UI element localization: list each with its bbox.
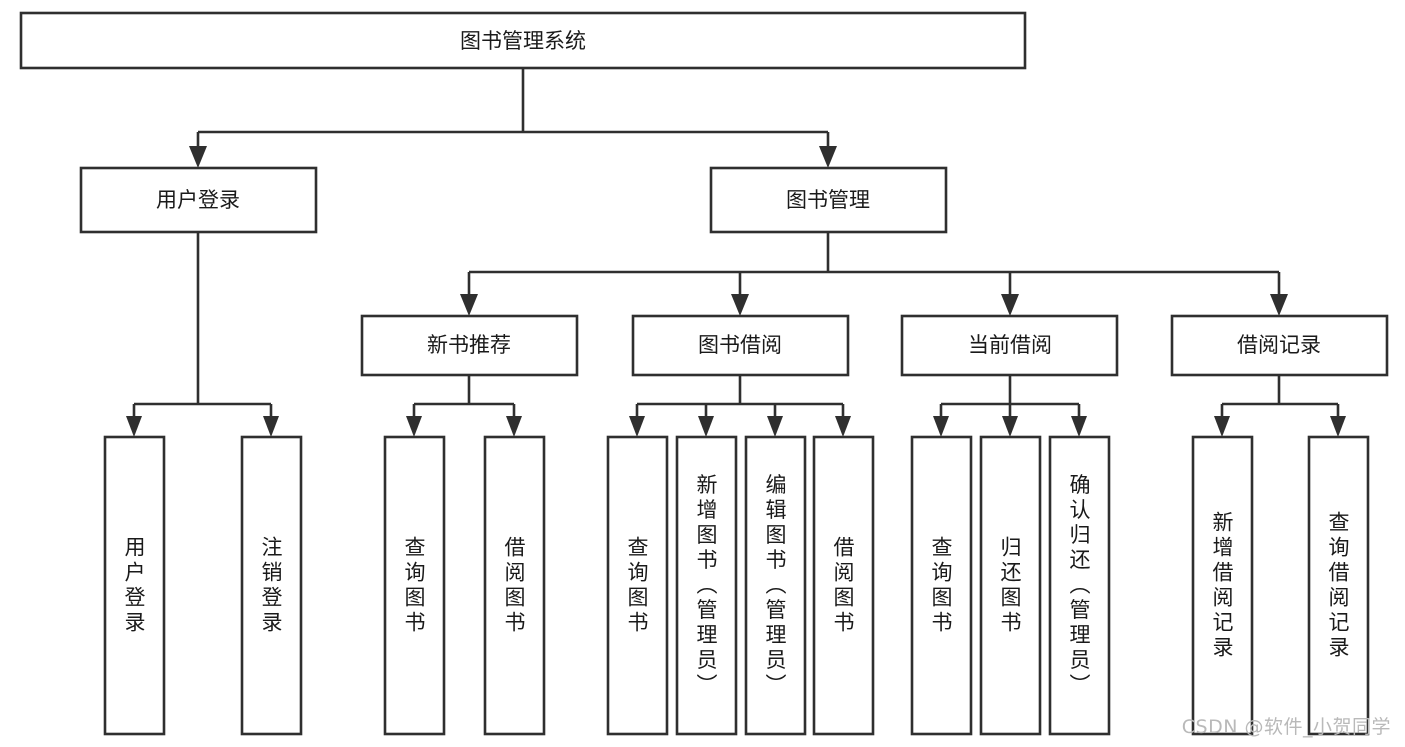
node-label-new-book-recommend: 新书推荐 xyxy=(427,333,511,357)
node-box-book-management xyxy=(709,166,948,234)
node-current-borrow[interactable]: 当前借阅 xyxy=(900,314,1119,377)
leaf-box-new-book-1 xyxy=(483,435,546,736)
leaf-node-borrow-record-add[interactable]: 新增借阅记录 xyxy=(1191,435,1254,736)
arrowhead-borrow-record xyxy=(1270,294,1288,316)
leaf-label-book-borrow-0: 查询图书 xyxy=(625,536,649,636)
node-box-user-login xyxy=(79,166,318,234)
leaf-node-borrow-record-query[interactable]: 查询借阅记录 xyxy=(1307,435,1370,736)
arrowhead-leaf-new-book-0 xyxy=(406,416,422,437)
leaf-box-book-borrow-1 xyxy=(675,435,738,736)
leaf-label-new-book-1: 借阅图书 xyxy=(502,536,526,636)
leaf-label-book-borrow-1: 新增图书（管理员） xyxy=(694,474,718,699)
arrowhead-current-borrow xyxy=(1001,294,1019,316)
leaf-label-book-borrow-3: 借阅图书 xyxy=(831,536,855,636)
node-label-current-borrow: 当前借阅 xyxy=(968,333,1052,357)
leaf-box-borrow-record-0 xyxy=(1191,435,1254,736)
node-label-book-management: 图书管理 xyxy=(786,188,870,212)
leaf-node-book-borrow-query[interactable]: 查询图书 xyxy=(606,435,669,736)
leaf-label-borrow-record-0: 新增借阅记录 xyxy=(1210,511,1234,661)
leaf-node-book-borrow-lend[interactable]: 借阅图书 xyxy=(812,435,875,736)
leaf-box-book-borrow-2 xyxy=(744,435,807,736)
node-label-root: 图书管理系统 xyxy=(460,29,586,53)
arrowhead-leaf-book-borrow-3 xyxy=(835,416,851,437)
leaf-box-user-login-0 xyxy=(103,435,166,736)
leaf-label-current-borrow-2: 确认归还（管理员） xyxy=(1067,474,1091,699)
arrowhead-leaf-new-book-1 xyxy=(506,416,522,437)
leaf-box-current-borrow-2 xyxy=(1048,435,1111,736)
node-box-book-borrow xyxy=(631,314,850,377)
arrowhead-leaf-user-login-1 xyxy=(263,416,279,437)
leaf-box-current-borrow-1 xyxy=(979,435,1042,736)
arrowhead-leaf-current-borrow-2 xyxy=(1071,416,1087,437)
node-new-book-recommend[interactable]: 新书推荐 xyxy=(360,314,579,377)
arrowhead-leaf-user-login-0 xyxy=(126,416,142,437)
arrowhead-leaf-book-borrow-2 xyxy=(767,416,783,437)
leaf-box-user-login-1 xyxy=(240,435,303,736)
arrowhead-leaf-current-borrow-1 xyxy=(1002,416,1018,437)
arrowhead-user-login xyxy=(189,146,207,168)
leaf-box-book-borrow-3 xyxy=(812,435,875,736)
node-book-management[interactable]: 图书管理 xyxy=(709,166,948,234)
leaf-node-new-book-query[interactable]: 查询图书 xyxy=(383,435,446,736)
arrowhead-leaf-book-borrow-1 xyxy=(698,416,714,437)
leaf-node-new-book-borrow[interactable]: 借阅图书 xyxy=(483,435,546,736)
arrowhead-book-borrow xyxy=(731,294,749,316)
leaf-label-borrow-record-1: 查询借阅记录 xyxy=(1326,511,1350,661)
leaf-label-user-login-1: 注销登录 xyxy=(259,536,283,636)
node-book-borrow[interactable]: 图书借阅 xyxy=(631,314,850,377)
leaf-node-current-borrow-confirm[interactable]: 确认归还（管理员） xyxy=(1048,435,1111,736)
leaf-node-user-login-login[interactable]: 用户登录 xyxy=(103,435,166,736)
node-root-system[interactable]: 图书管理系统 xyxy=(19,11,1027,70)
leaf-label-user-login-0: 用户登录 xyxy=(122,536,146,636)
leaf-box-book-borrow-0 xyxy=(606,435,669,736)
leaf-node-book-borrow-edit[interactable]: 编辑图书（管理员） xyxy=(744,435,807,736)
node-box-current-borrow xyxy=(900,314,1119,377)
leaf-box-current-borrow-0 xyxy=(910,435,973,736)
leaf-label-current-borrow-1: 归还图书 xyxy=(998,536,1022,636)
node-label-book-borrow: 图书借阅 xyxy=(698,333,782,357)
arrowhead-leaf-borrow-record-0 xyxy=(1214,416,1230,437)
arrowhead-new-book-recommend xyxy=(460,294,478,316)
node-box-root xyxy=(19,11,1027,70)
leaf-box-borrow-record-1 xyxy=(1307,435,1370,736)
node-label-borrow-record: 借阅记录 xyxy=(1237,333,1321,357)
arrowhead-leaf-current-borrow-0 xyxy=(933,416,949,437)
node-box-new-book-recommend xyxy=(360,314,579,377)
node-user-login[interactable]: 用户登录 xyxy=(79,166,318,234)
leaf-node-book-borrow-add[interactable]: 新增图书（管理员） xyxy=(675,435,738,736)
leaf-box-new-book-0 xyxy=(383,435,446,736)
leaf-node-current-borrow-return[interactable]: 归还图书 xyxy=(979,435,1042,736)
arrowhead-leaf-book-borrow-0 xyxy=(629,416,645,437)
connector-layer xyxy=(126,68,1346,437)
node-borrow-record[interactable]: 借阅记录 xyxy=(1170,314,1389,377)
leaf-label-book-borrow-2: 编辑图书（管理员） xyxy=(763,474,787,699)
arrowhead-leaf-borrow-record-1 xyxy=(1330,416,1346,437)
node-box-borrow-record xyxy=(1170,314,1389,377)
node-label-user-login: 用户登录 xyxy=(156,188,240,212)
arrowhead-book-mgmt xyxy=(819,146,837,168)
leaf-label-current-borrow-0: 查询图书 xyxy=(929,536,953,636)
leaf-node-current-borrow-query[interactable]: 查询图书 xyxy=(910,435,973,736)
leaf-label-new-book-0: 查询图书 xyxy=(402,536,426,636)
leaf-node-user-login-logout[interactable]: 注销登录 xyxy=(240,435,303,736)
